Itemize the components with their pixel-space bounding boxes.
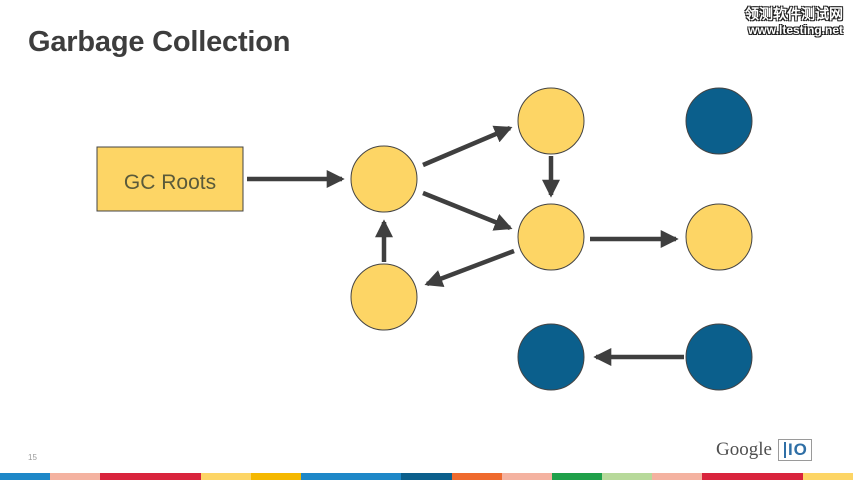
watermark: 领测软件测试网 www.ltesting.net bbox=[745, 6, 843, 38]
node-n8 bbox=[685, 323, 753, 391]
node-n3 bbox=[517, 203, 585, 271]
watermark-title: 领测软件测试网 bbox=[745, 6, 843, 22]
footer-color-segment bbox=[150, 473, 201, 480]
footer-color-segment bbox=[501, 473, 552, 480]
node-n7 bbox=[517, 323, 585, 391]
node-n1 bbox=[350, 145, 418, 213]
nodes bbox=[350, 87, 753, 391]
footer-color-segment bbox=[802, 473, 853, 480]
footer-color-segment bbox=[50, 473, 101, 480]
io-text: IO bbox=[787, 440, 808, 459]
footer-color-segment bbox=[602, 473, 653, 480]
footer-color-segment bbox=[401, 473, 452, 480]
footer-color-segment bbox=[250, 473, 302, 480]
node-n5 bbox=[685, 87, 753, 155]
footer-color-segment bbox=[200, 473, 251, 480]
edge-n3-n4 bbox=[424, 248, 515, 287]
footer-color-segment bbox=[0, 473, 51, 480]
gc-roots-label: GC Roots bbox=[124, 171, 216, 194]
footer-color-segment bbox=[551, 473, 603, 480]
slide-title: Garbage Collection bbox=[28, 26, 291, 58]
footer-color-segment bbox=[100, 473, 151, 480]
node-n4 bbox=[350, 263, 418, 331]
footer-color-segment bbox=[451, 473, 502, 480]
edges bbox=[247, 125, 684, 366]
watermark-url: www.ltesting.net bbox=[748, 23, 843, 37]
footer-color-segment bbox=[652, 473, 703, 480]
footer-color-bar bbox=[0, 473, 853, 480]
gc-roots-box: GC Roots bbox=[96, 146, 244, 212]
footer-color-segment bbox=[752, 473, 803, 480]
edge-n1-n2 bbox=[422, 125, 513, 168]
edge-n1-n3 bbox=[422, 190, 513, 231]
google-io-logo: Google IO bbox=[716, 437, 812, 463]
footer-color-segment bbox=[702, 473, 753, 480]
node-n6 bbox=[685, 203, 753, 271]
footer-color-segment bbox=[351, 473, 402, 480]
io-badge: IO bbox=[777, 439, 812, 461]
io-separator bbox=[783, 442, 786, 458]
footer-color-segment bbox=[301, 473, 352, 480]
page-number: 15 bbox=[28, 453, 37, 462]
node-n2 bbox=[517, 87, 585, 155]
gc-roots-rect bbox=[96, 146, 244, 212]
google-wordmark: Google bbox=[716, 439, 772, 460]
